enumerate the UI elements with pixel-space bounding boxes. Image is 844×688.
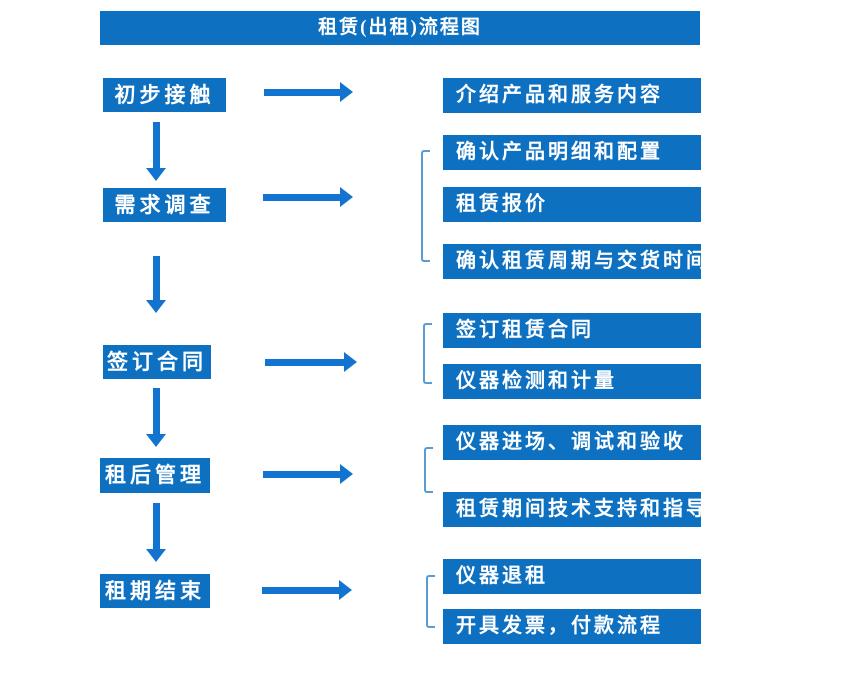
detail-confirm-period-delivery: 确认租赁周期与交货时间: [443, 244, 706, 279]
right-arrow-step2: [263, 187, 353, 207]
arrow-shaft: [152, 122, 160, 168]
right-arrow-step3: [265, 352, 357, 372]
arrow-head-icon: [340, 82, 353, 102]
arrow-head-icon: [146, 549, 166, 562]
arrow-shaft: [264, 88, 340, 96]
arrow-shaft: [265, 358, 344, 366]
step-contract-signing: 签订合同: [103, 345, 211, 379]
arrow-head-icon: [340, 464, 353, 484]
detail-rental-tech-support: 租赁期间技术支持和指导: [443, 492, 706, 527]
arrow-shaft: [152, 503, 160, 549]
right-arrow-step5: [262, 580, 352, 600]
detail-instrument-inspection: 仪器检测和计量: [443, 364, 701, 399]
page-title: 租赁(出租)流程图: [318, 17, 482, 38]
detail-confirm-product-config: 确认产品明细和配置: [443, 135, 701, 170]
down-arrow-step2-step3: [146, 256, 166, 313]
detail-instrument-return: 仪器退租: [443, 559, 701, 594]
step-demand-survey: 需求调查: [103, 188, 226, 222]
bracket-group-rental-end: [426, 575, 435, 628]
arrow-head-icon: [344, 352, 357, 372]
step-post-rental-management: 租后管理: [100, 458, 210, 493]
right-arrow-step4: [263, 464, 353, 484]
down-arrow-step1-step2: [146, 122, 166, 181]
bracket-group-management: [424, 447, 433, 493]
detail-instrument-entry-acceptance: 仪器进场、调试和验收: [443, 425, 701, 460]
title-bar: 租赁(出租)流程图: [100, 11, 700, 45]
arrow-head-icon: [146, 434, 166, 447]
arrow-head-icon: [340, 187, 353, 207]
step-rental-period-end: 租期结束: [100, 574, 210, 608]
arrow-shaft: [262, 586, 339, 594]
detail-rental-quote: 租赁报价: [443, 187, 701, 222]
down-arrow-step4-step5: [146, 503, 166, 562]
bracket-group-demand-survey: [421, 150, 430, 262]
arrow-shaft: [152, 388, 160, 434]
arrow-head-icon: [146, 300, 166, 313]
down-arrow-step3-step4: [146, 388, 166, 447]
arrow-shaft: [152, 256, 160, 300]
detail-sign-rental-contract: 签订租赁合同: [443, 313, 701, 348]
right-arrow-step1: [264, 82, 353, 102]
arrow-shaft: [263, 470, 340, 478]
arrow-head-icon: [146, 168, 166, 181]
detail-introduce-product-services: 介绍产品和服务内容: [443, 78, 701, 113]
step-initial-contact: 初步接触: [103, 78, 226, 112]
arrow-shaft: [263, 193, 340, 201]
arrow-head-icon: [339, 580, 352, 600]
detail-invoice-payment-process: 开具发票，付款流程: [443, 609, 701, 644]
bracket-group-contract: [423, 323, 432, 384]
